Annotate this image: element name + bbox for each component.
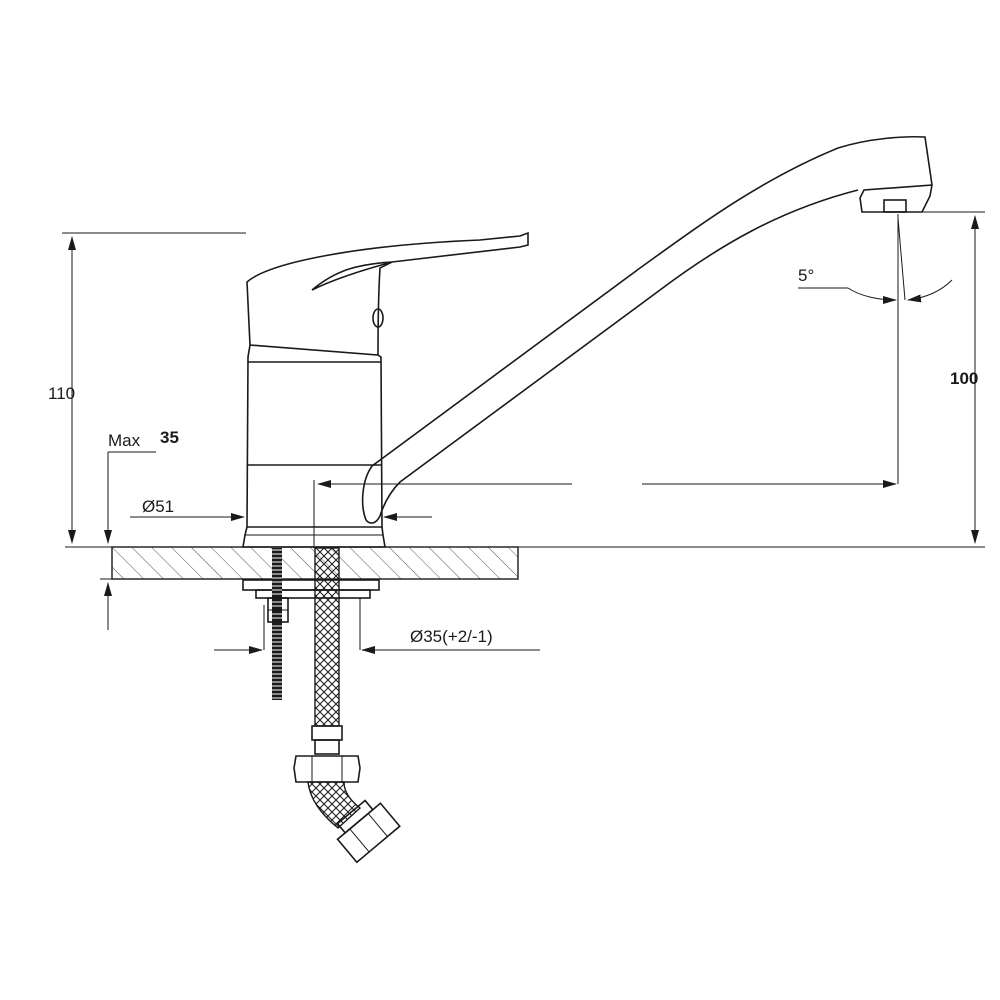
mounting-parts [242, 548, 380, 700]
hex-fitting [293, 755, 361, 783]
braided-hose [293, 547, 401, 864]
mounting-washer [242, 579, 380, 591]
spout-height-label: 100 [950, 369, 978, 388]
max-prefix-label: Max [108, 431, 141, 450]
lever-handle [246, 231, 529, 356]
dimension-lines [62, 211, 985, 654]
angle-label: 5° [798, 266, 814, 285]
max-value-label: 35 [160, 428, 179, 447]
handle-screw [372, 308, 384, 328]
base-diameter-label: Ø51 [142, 497, 174, 516]
aerator [883, 199, 907, 213]
faucet-body [242, 231, 529, 548]
hole-diameter-label: Ø35(+2/-1) [410, 627, 493, 646]
countertop [65, 546, 985, 580]
height-total-label: 110 [48, 384, 75, 403]
spout [361, 135, 933, 524]
